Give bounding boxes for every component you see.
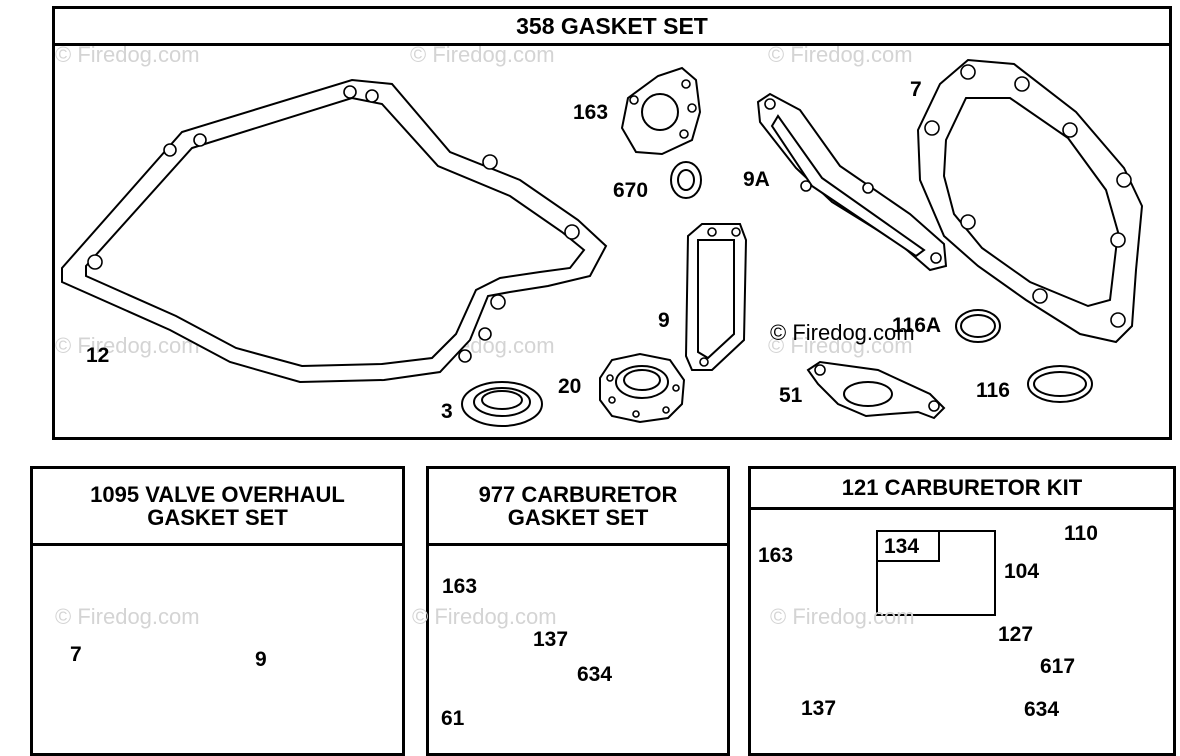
gasket-set-title: 358 GASKET SET (55, 9, 1169, 46)
o-ring-116A (955, 309, 1001, 343)
part-label-163: 163 (758, 544, 794, 567)
oil-seal-3 (461, 381, 543, 427)
valve-cover-gasket-9 (684, 223, 748, 371)
carb-kit-title: 121 CARBURETOR KIT (751, 469, 1173, 510)
watermark: © Firedog.com (55, 333, 200, 358)
valve-overhaul-title-line2: GASKET SET (147, 505, 288, 530)
part-label-617: 617 (1040, 655, 1076, 678)
o-ring-116 (1027, 365, 1093, 403)
part-label-116A: 116A (892, 314, 942, 337)
watermark: © Firedog.com (55, 604, 200, 629)
part-label-163: 163 (442, 575, 478, 598)
valve-overhaul-title-line1: 1095 VALVE OVERHAUL (90, 481, 345, 507)
watermark: © Firedog.com (770, 604, 915, 629)
part-label-9: 9 (658, 309, 670, 332)
head-gasket-7 (916, 58, 1144, 344)
part-label-7: 7 (910, 78, 922, 101)
oil-seal-20 (599, 352, 686, 424)
watermark: © Firedog.com (768, 42, 913, 67)
watermark: © Firedog.com (412, 604, 557, 629)
carb-gasket-title-line1: 977 CARBURETOR (478, 481, 678, 507)
carb-gasket-panel: 977 CARBURETOR GASKET SET (426, 466, 730, 756)
exhaust-gasket-51 (806, 360, 946, 420)
watermark: © Firedog.com (55, 42, 200, 67)
needle-seat-label-box (876, 530, 940, 562)
part-label-137: 137 (801, 697, 837, 720)
part-label-20: 20 (558, 375, 582, 398)
crankcase-gasket-12 (61, 78, 608, 384)
part-label-163: 163 (573, 101, 609, 124)
part-label-670: 670 (613, 179, 649, 202)
carb-gasket-title-line2: GASKET SET (507, 505, 649, 530)
carb-gasket-title: 977 CARBURETOR GASKET SET (429, 469, 727, 546)
part-label-634: 634 (577, 663, 613, 686)
valve-overhaul-panel: 1095 VALVE OVERHAUL GASKET SET (30, 466, 405, 756)
seal-670 (670, 161, 702, 199)
part-label-9: 9 (255, 648, 267, 671)
intake-gasket-9A (756, 92, 948, 272)
part-label-51: 51 (779, 384, 803, 407)
part-label-134: 134 (884, 535, 920, 558)
part-label-3: 3 (441, 400, 453, 423)
gasket-163 (620, 66, 702, 156)
part-label-617: 61 (441, 707, 465, 730)
part-label-7: 7 (70, 643, 82, 666)
watermark: © Firedog.com (768, 333, 913, 358)
part-label-9A: 9A (743, 168, 770, 191)
part-label-12: 12 (86, 344, 110, 367)
carb-kit-panel: 121 CARBURETOR KIT (748, 466, 1176, 756)
watermark: © Firedog.com (410, 42, 555, 67)
copyright-notice: © Firedog.com (770, 320, 915, 345)
part-label-137: 137 (533, 628, 569, 651)
part-label-110: 110 (1064, 522, 1098, 545)
part-label-104: 104 (1004, 560, 1040, 583)
valve-overhaul-title: 1095 VALVE OVERHAUL GASKET SET (33, 469, 402, 546)
part-label-116: 116 (976, 379, 1010, 402)
part-label-634: 634 (1024, 698, 1060, 721)
part-label-127: 127 (998, 623, 1034, 646)
